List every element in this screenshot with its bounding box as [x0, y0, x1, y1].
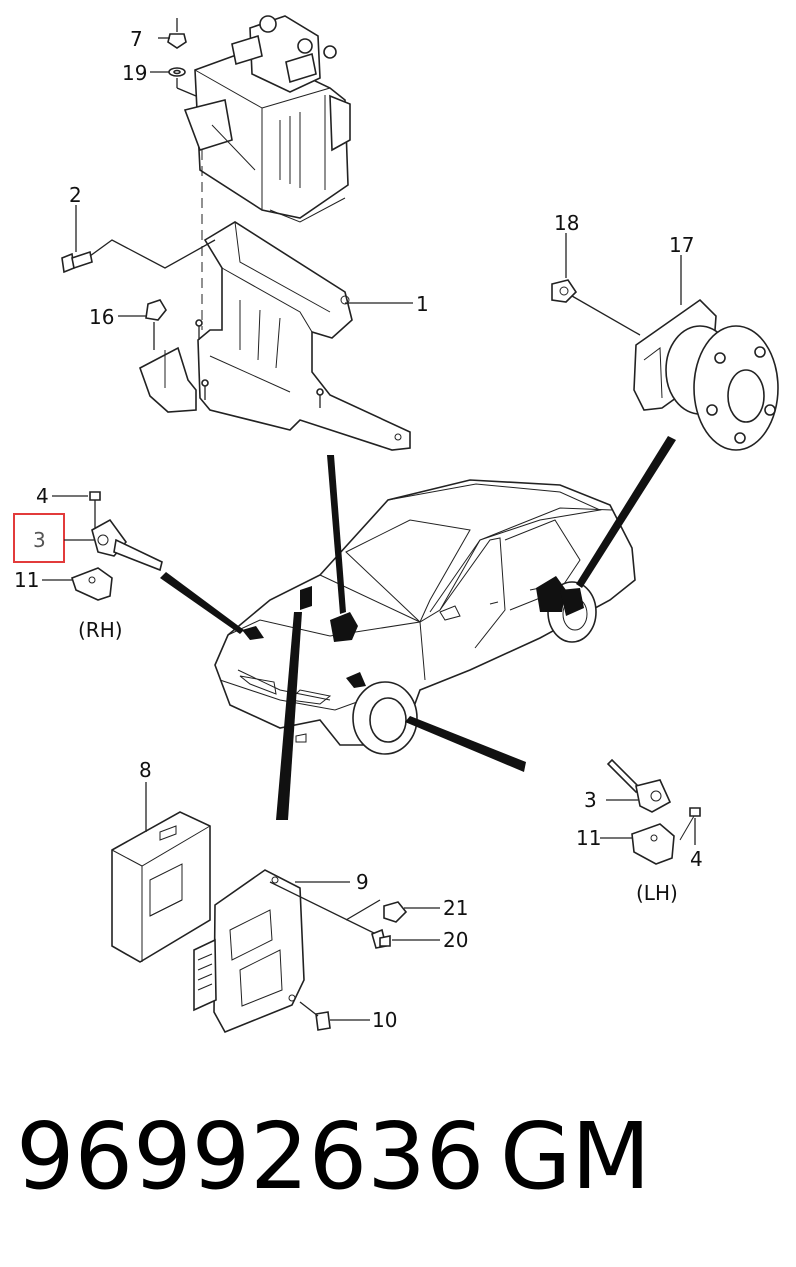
part-number: 96992636 [16, 1103, 484, 1210]
rh-wheel-speed-sensor [91, 518, 163, 572]
lh-bracket-11 [631, 823, 675, 865]
pointer-abs [327, 455, 346, 614]
rh-bracket-11 [70, 567, 113, 601]
highlight-box-part-3 [13, 513, 65, 563]
callout-10: 10 [372, 1008, 397, 1032]
pointer-rh-sensor [160, 572, 244, 634]
callout-20: 20 [443, 928, 468, 952]
washer-19 [168, 67, 186, 77]
abs-hydraulic-unit [183, 15, 351, 223]
callout-16: 16 [89, 305, 114, 329]
nut-16 [145, 299, 167, 350]
callout-4-lh: 4 [690, 847, 703, 871]
callout-11-lh: 11 [576, 826, 601, 850]
lh-bolt-4 [679, 807, 701, 841]
wheel-hub-tone-ring [633, 298, 779, 451]
bolt-2 [61, 250, 93, 274]
callout-3-lh: 3 [584, 788, 597, 812]
callout-19: 19 [122, 61, 147, 85]
callout-21: 21 [443, 896, 468, 920]
module-bracket [193, 869, 305, 1034]
abs-mounting-bracket [139, 221, 411, 451]
bolt-10 [315, 1011, 331, 1031]
nut-7 [167, 18, 187, 49]
callout-18: 18 [554, 211, 579, 235]
vehicle-sedan [214, 479, 636, 755]
caption-rh: (RH) [78, 618, 123, 642]
callout-7: 7 [130, 27, 143, 51]
callout-8: 8 [139, 758, 152, 782]
callout-2: 2 [69, 183, 82, 207]
pointer-hub [576, 436, 676, 588]
callout-4-rh: 4 [36, 484, 49, 508]
callout-1: 1 [416, 292, 429, 316]
brand-label: GM [500, 1103, 651, 1210]
nut-18 [551, 279, 578, 303]
bolt-20 [371, 928, 391, 949]
nut-21 [383, 901, 408, 923]
abs-control-module [111, 811, 211, 963]
callout-3-rh: 3 [33, 528, 46, 552]
callout-17: 17 [669, 233, 694, 257]
pointer-ecu [276, 612, 302, 820]
callout-9: 9 [356, 870, 369, 894]
caption-lh: (LH) [636, 881, 678, 905]
lh-wheel-speed-sensor [606, 758, 672, 813]
pointer-lh-sensor [405, 716, 526, 772]
rh-bolt-4 [89, 491, 101, 528]
callout-11-rh: 11 [14, 568, 39, 592]
